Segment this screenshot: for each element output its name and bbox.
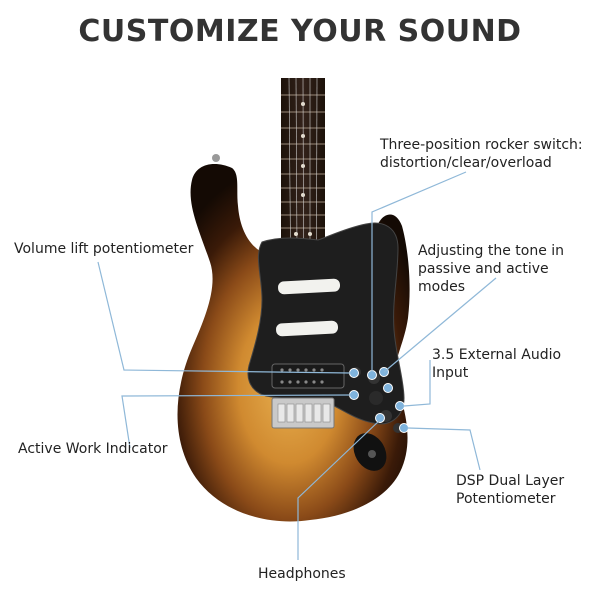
rocker-switch-label-line2: distortion/clear/overload <box>380 155 552 171</box>
pickups <box>271 278 345 389</box>
tone-adjust-label-line1: Adjusting the tone in <box>418 243 565 259</box>
highlight-dots <box>349 367 409 433</box>
page-title: CUSTOMIZE YOUR SOUND <box>78 14 522 49</box>
bridge <box>271 397 335 429</box>
rocker-switch-label: Three-position rocker switch: distortion… <box>380 136 583 172</box>
rocker-switch-label-line1: Three-position rocker switch: <box>380 137 583 153</box>
dsp-potentiometer-label-line1: DSP Dual Layer <box>456 473 565 489</box>
dsp-potentiometer-label-line2: Potentiometer <box>456 491 556 507</box>
output-jack <box>353 433 387 471</box>
audio-input-label: 3.5 External Audio Input <box>432 347 562 381</box>
tone-adjust-label-line2: passive and active modes <box>418 261 549 295</box>
headphones-label: Headphones <box>258 566 346 582</box>
callout-lines <box>97 171 497 560</box>
dsp-potentiometer-label: DSP Dual Layer Potentiometer <box>456 472 564 508</box>
tone-adjust-label: Adjusting the tone in passive and active… <box>418 242 600 296</box>
active-indicator-label: Active Work Indicator <box>18 441 168 457</box>
strap-button <box>212 154 220 162</box>
volume-potentiometer-label: Volume lift potentiometer <box>14 241 194 257</box>
